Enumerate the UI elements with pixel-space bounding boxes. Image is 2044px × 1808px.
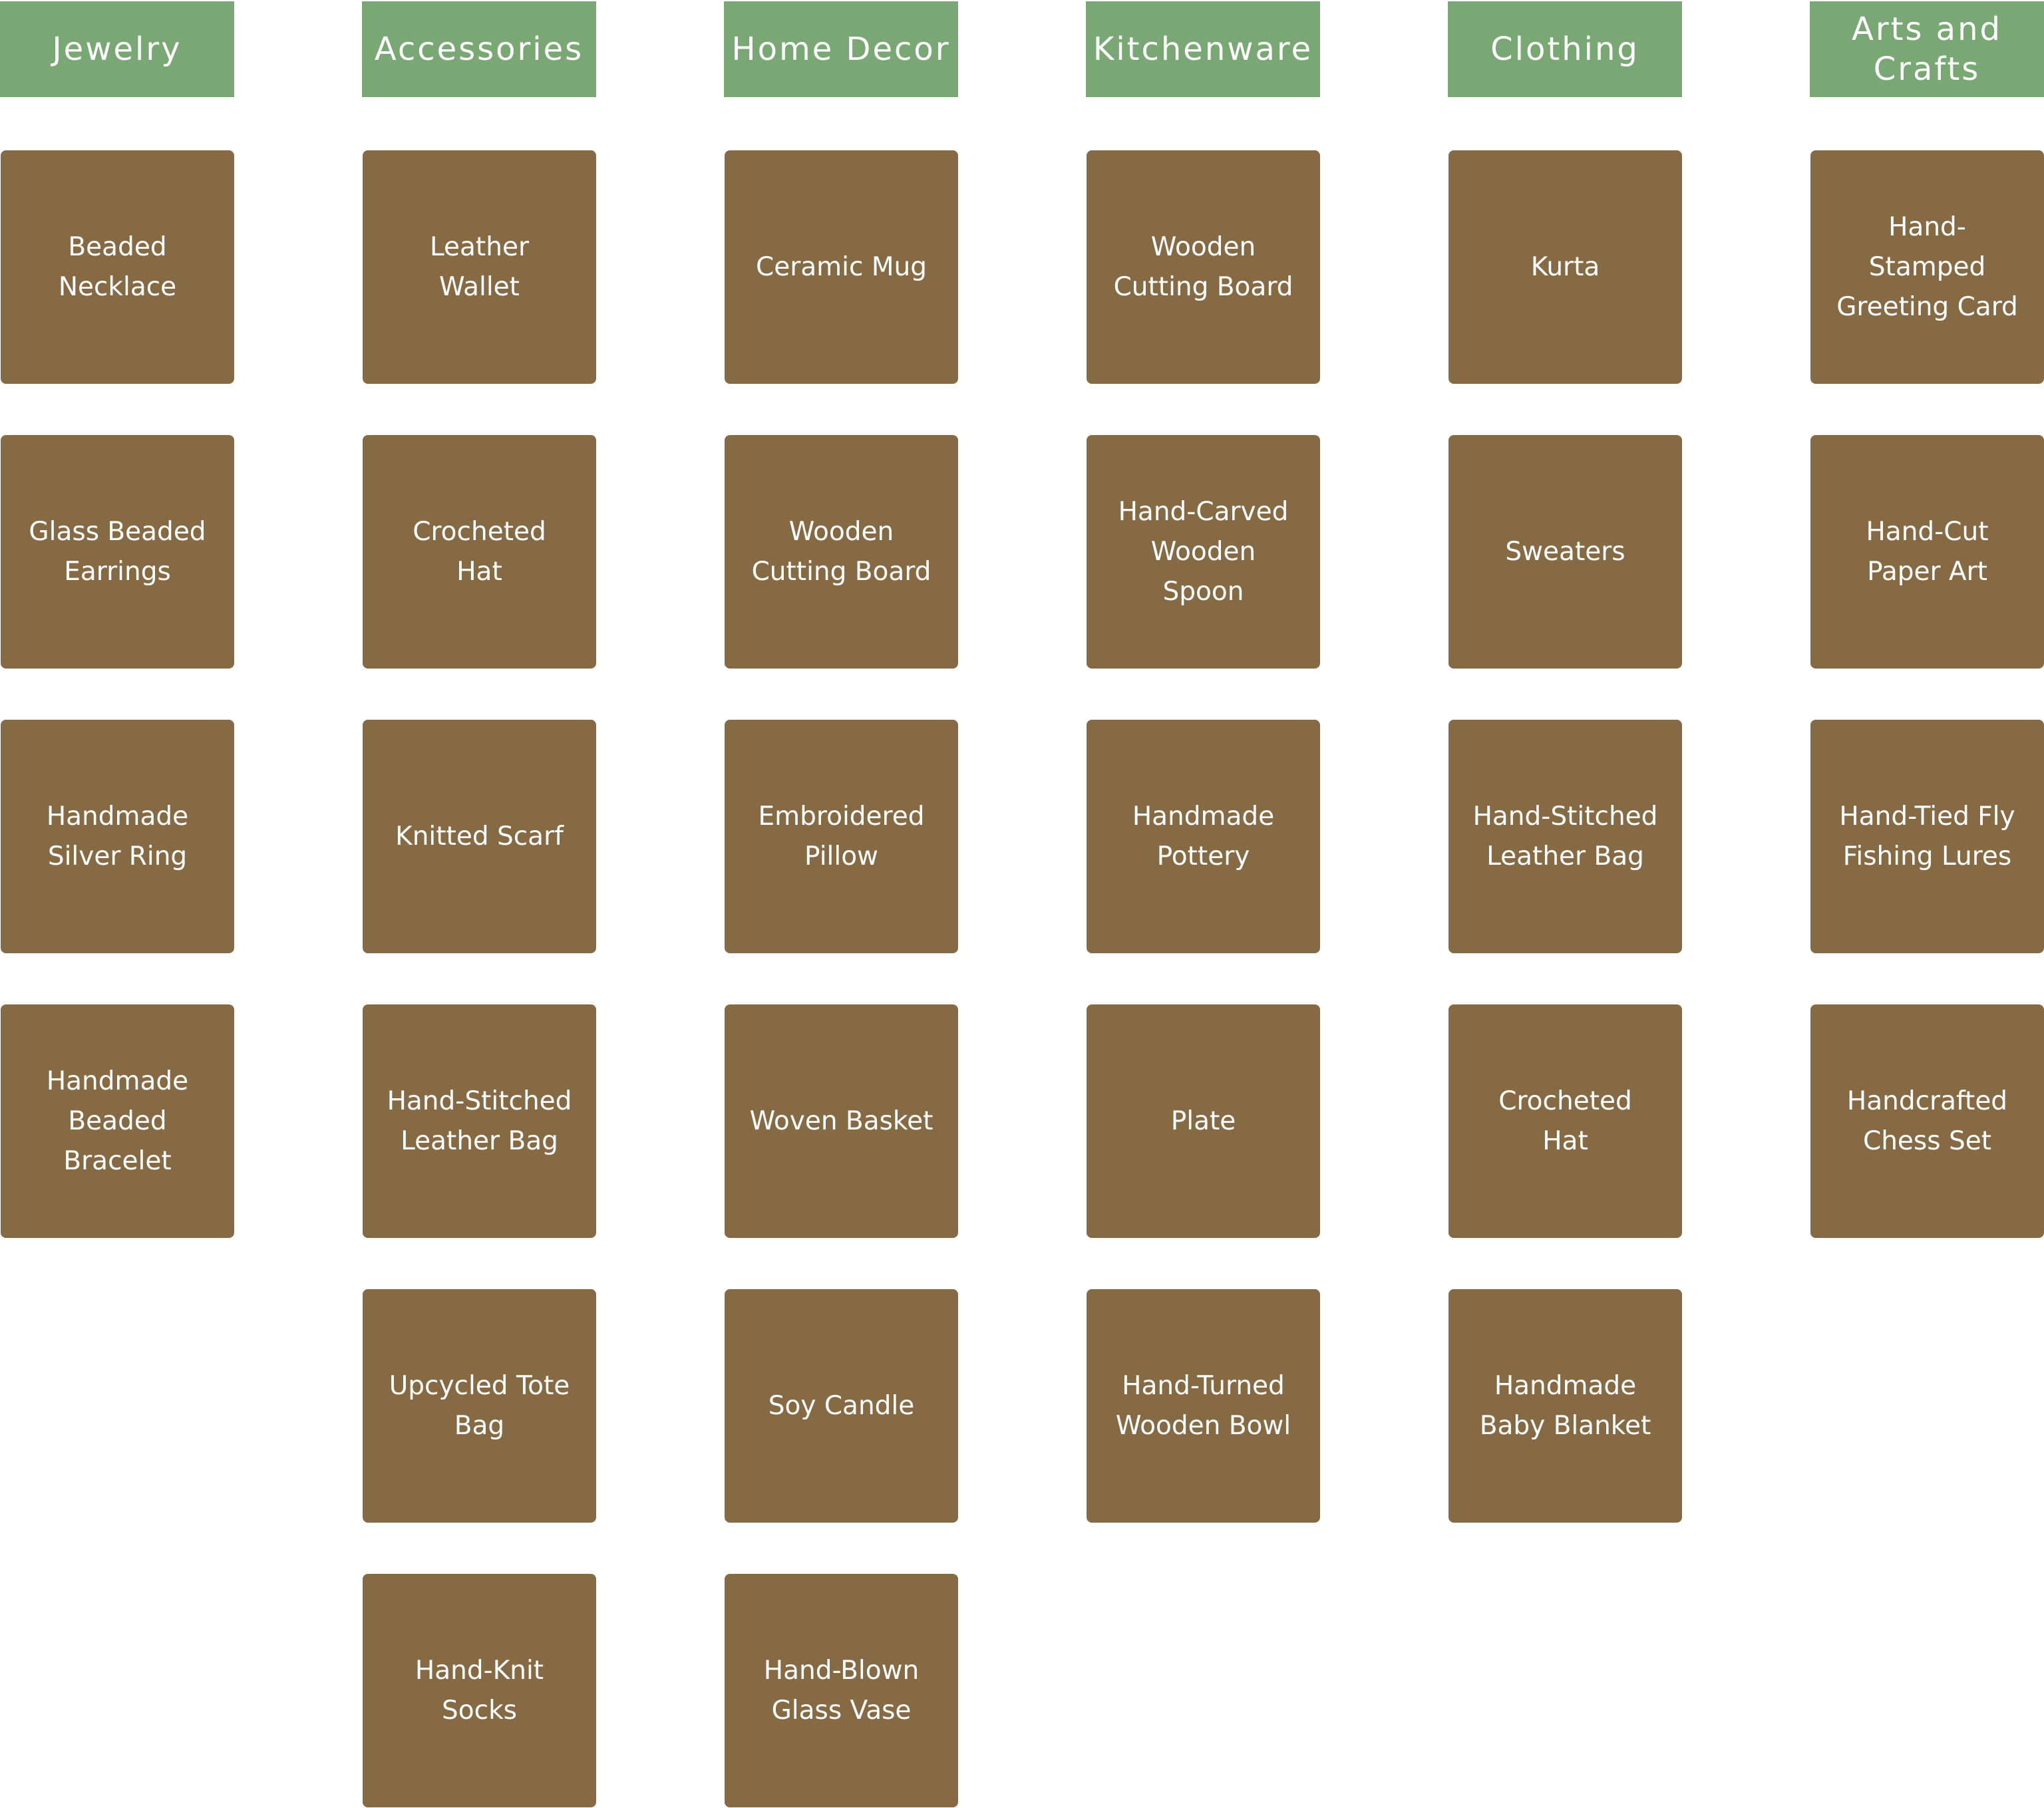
product-card[interactable]: Hand-Stamped Greeting Card <box>1810 150 2044 384</box>
product-card[interactable]: Upcycled Tote Bag <box>363 1289 596 1523</box>
product-card[interactable]: Crocheted Hat <box>363 435 596 669</box>
product-card[interactable]: Hand-Carved Wooden Spoon <box>1087 435 1320 669</box>
product-card[interactable]: Embroidered Pillow <box>725 720 958 953</box>
product-card[interactable]: Handmade Silver Ring <box>1 720 234 953</box>
product-card[interactable]: Plate <box>1087 1004 1320 1238</box>
product-card[interactable]: Soy Candle <box>725 1289 958 1523</box>
product-card[interactable]: Hand-Tied Fly Fishing Lures <box>1810 720 2044 953</box>
product-card[interactable]: Leather Wallet <box>363 150 596 384</box>
product-card[interactable]: Handmade Baby Blanket <box>1448 1289 1682 1523</box>
product-card[interactable]: Sweaters <box>1448 435 1682 669</box>
column-header: Kitchenware <box>1086 1 1320 97</box>
product-card[interactable]: Wooden Cutting Board <box>725 435 958 669</box>
product-card[interactable]: Ceramic Mug <box>725 150 958 384</box>
product-card[interactable]: Handcrafted Chess Set <box>1810 1004 2044 1238</box>
product-card[interactable]: Hand-Turned Wooden Bowl <box>1087 1289 1320 1523</box>
product-card[interactable]: Glass Beaded Earrings <box>1 435 234 669</box>
product-card[interactable]: Knitted Scarf <box>363 720 596 953</box>
column-header: Accessories <box>362 1 596 97</box>
product-card[interactable]: Handmade Pottery <box>1087 720 1320 953</box>
product-card[interactable]: Woven Basket <box>725 1004 958 1238</box>
product-card[interactable]: Hand-Knit Socks <box>363 1574 596 1807</box>
column-header: Clothing <box>1448 1 1682 97</box>
product-card[interactable]: Kurta <box>1448 150 1682 384</box>
column-header: Arts and Crafts <box>1810 1 2044 97</box>
column-header: Home Decor <box>724 1 958 97</box>
product-card[interactable]: Wooden Cutting Board <box>1087 150 1320 384</box>
product-card[interactable]: Beaded Necklace <box>1 150 234 384</box>
column-header: Jewelry <box>0 1 234 97</box>
product-card[interactable]: Handmade Beaded Bracelet <box>1 1004 234 1238</box>
product-card[interactable]: Hand-Cut Paper Art <box>1810 435 2044 669</box>
product-card[interactable]: Crocheted Hat <box>1448 1004 1682 1238</box>
product-card[interactable]: Hand-Stitched Leather Bag <box>1448 720 1682 953</box>
product-card[interactable]: Hand-Blown Glass Vase <box>725 1574 958 1807</box>
product-card[interactable]: Hand-Stitched Leather Bag <box>363 1004 596 1238</box>
